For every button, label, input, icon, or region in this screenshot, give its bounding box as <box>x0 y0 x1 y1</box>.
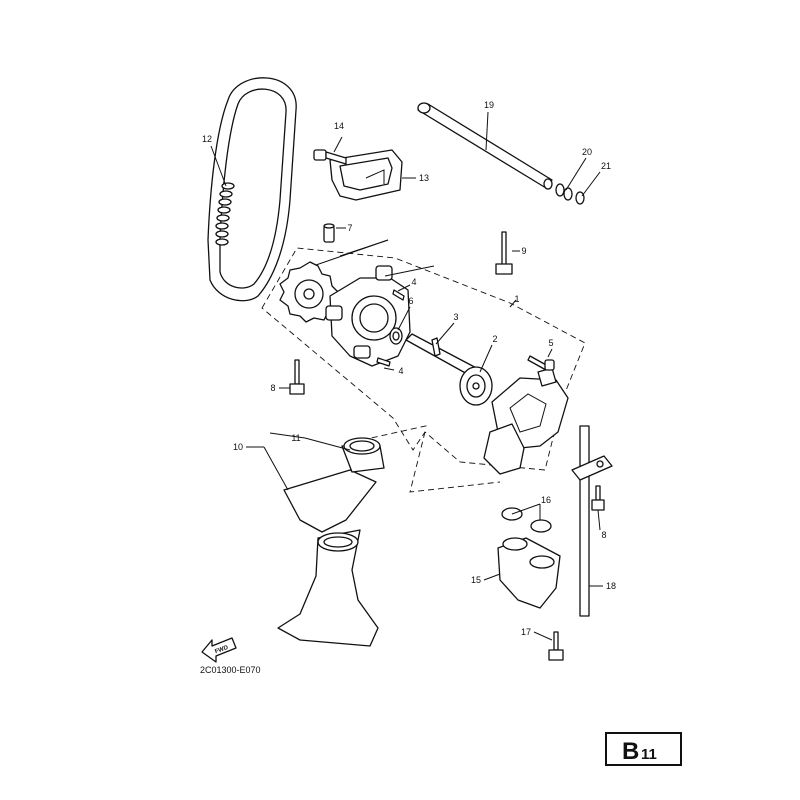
o-rings <box>555 183 585 205</box>
callout-numbers: 1 2 3 4 4 5 6 7 8 8 9 10 11 12 13 14 15 … <box>202 100 616 637</box>
callout-4-upper: 4 <box>411 277 416 287</box>
callout-5: 5 <box>548 338 553 348</box>
pipe-o-rings <box>501 507 552 533</box>
pump-body <box>483 367 569 475</box>
callout-13: 13 <box>419 173 429 183</box>
leader-lines <box>210 111 603 641</box>
page-ref-number: 11 <box>641 746 657 763</box>
dowel-pin <box>323 223 335 243</box>
long-shaft <box>417 102 553 190</box>
callout-21: 21 <box>601 161 611 171</box>
callout-8-right: 8 <box>601 530 606 540</box>
callout-10: 10 <box>233 442 243 452</box>
callout-1: 1 <box>514 294 519 304</box>
return-pipe <box>571 425 613 617</box>
washer <box>389 327 403 345</box>
callout-14: 14 <box>334 121 344 131</box>
callout-18: 18 <box>606 581 616 591</box>
bolt-9 <box>495 231 513 275</box>
oil-strainer <box>277 437 385 647</box>
guide-bolt <box>313 149 347 165</box>
fwd-arrow-icon: FWD <box>201 637 237 663</box>
pump-rotor <box>459 366 493 406</box>
callout-17: 17 <box>521 627 531 637</box>
chain-links <box>215 182 235 246</box>
callout-6: 6 <box>408 296 413 306</box>
drive-sprocket <box>279 261 339 323</box>
callout-2: 2 <box>492 334 497 344</box>
pump-housing <box>325 265 411 367</box>
callout-19: 19 <box>484 100 494 110</box>
drawing-code: 2C01300-E070 <box>200 665 261 675</box>
callout-8-left: 8 <box>270 383 275 393</box>
oil-pump-drive-chain <box>207 77 297 302</box>
bolt-5 <box>527 355 555 371</box>
callout-12: 12 <box>202 134 212 144</box>
callout-9: 9 <box>521 246 526 256</box>
callout-7: 7 <box>347 223 352 233</box>
pump-pins <box>376 289 405 367</box>
callout-3: 3 <box>453 312 458 322</box>
bolt-8-right <box>591 485 605 511</box>
callout-11: 11 <box>291 433 300 443</box>
callout-20: 20 <box>582 147 592 157</box>
callout-4-lower: 4 <box>398 366 403 376</box>
bolt-17 <box>548 631 564 661</box>
page-reference-box: B 11 <box>605 732 682 766</box>
callout-16: 16 <box>541 495 551 505</box>
page-ref-letter: B <box>622 738 639 765</box>
fwd-label: FWD <box>214 645 230 656</box>
bolt-8-left <box>289 359 305 395</box>
callout-15: 15 <box>471 575 481 585</box>
chain-guide <box>329 149 403 201</box>
oil-pipe <box>497 537 561 609</box>
